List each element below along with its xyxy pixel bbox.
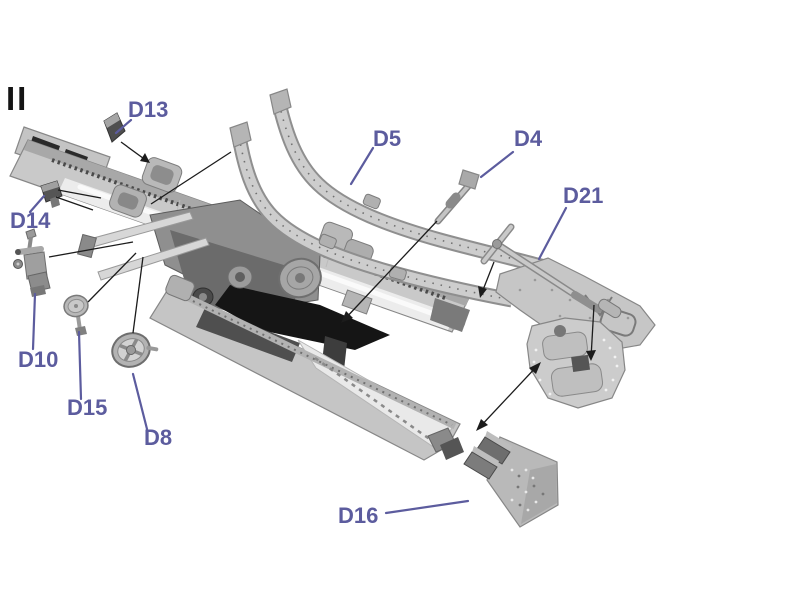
sight-knob-dot [16,262,20,266]
bracket-part-d13 [103,112,126,143]
part-label-d4: D4 [514,126,543,151]
arrowhead [341,311,353,323]
label-leader-lines [28,118,568,515]
clamp-cap-inner [117,192,139,210]
part-label-d10: D10 [18,347,58,372]
d10-leader [31,292,37,351]
spade-prong [463,451,498,480]
part-label-d5: D5 [373,126,401,151]
bracket-face [104,113,120,128]
sight-hook [25,228,37,240]
tow-plate [526,317,626,409]
spade-prong [476,436,511,465]
part-label-d14: D14 [10,208,51,233]
axle-boss-hub [199,293,207,301]
assembly-lines [48,141,596,431]
bracket-face [41,181,59,192]
spade-prong-top [485,431,512,452]
arrowhead [586,350,596,361]
left-trail-beam [149,274,464,461]
pin-socket [571,354,591,373]
d15-leader [77,330,83,401]
bracket-part-d14 [40,180,63,208]
d21-leader [537,206,568,261]
sight-part-d10 [13,228,51,297]
clamp-cap-inner [150,165,174,185]
part-label-d13: D13 [128,97,168,122]
d14-attach-line [57,189,102,199]
d5-leader [349,146,375,186]
arrowhead [476,419,488,431]
spoked-handwheel-d8 [111,332,159,368]
d14-leader [28,194,46,214]
trail-channel-opening [196,308,300,362]
rail-attach-line [150,151,232,205]
rail-mount-block [318,233,337,250]
rod-to-plate-line [590,304,595,359]
rail-mount-block [362,193,381,210]
d8-attach-line [132,256,144,334]
part-label-d16: D16 [338,503,378,528]
part-label-d8: D8 [144,425,172,450]
bracket-foot [50,196,60,208]
arm-speckles [518,278,630,334]
web-ladder-pattern [314,356,439,447]
right-trail-part-d5 [229,88,656,409]
part-label-d15: D15 [67,395,107,420]
d10-attach-line [48,241,134,258]
wheel-hub [126,345,136,355]
rod-end-cap [598,298,622,319]
d4-insertion-line [342,220,438,322]
d15-attach-line [87,252,137,303]
d8-leader [131,372,149,431]
sight-base [27,271,51,293]
sight-scope-tube [16,246,44,255]
pivot-disc-hub [235,272,245,282]
bolt-head [458,169,480,190]
gear-disc-hub [295,273,305,283]
plate-to-spade-line [477,363,540,430]
arrowhead [140,153,150,163]
wheel-stem [146,345,159,352]
spade-plate-d16 [463,431,559,528]
arrowhead [478,286,487,298]
rail-end-tab [229,121,252,148]
crossbar-boss [492,239,502,249]
equilibrator-arm [97,237,210,281]
d4-leader [479,150,515,179]
spade-prong-top [472,446,499,467]
trail-rivet-row [173,291,453,426]
breech-block [430,298,470,332]
rail-strip [233,135,514,306]
trail-front-clamp [165,274,195,302]
trail-arm-plate [495,257,656,353]
bolt-part-d4 [434,169,480,225]
d13-leader [114,118,133,135]
arm-pivot-block [77,233,97,259]
rail-end-tab [269,88,292,115]
scope-lens [15,249,21,255]
step-number: II [6,80,28,117]
d16-leader [384,499,470,515]
part-label-d21: D21 [563,183,603,208]
rail-strip [273,101,550,274]
arrowhead [529,362,541,374]
gear-disc-ring [286,266,314,290]
spade-rivets [510,468,545,512]
disc-handwheel-d15 [63,294,89,336]
disc-wheel-hub [74,304,78,308]
d14-attach-line [55,196,94,211]
spade-shaded-face [521,464,557,524]
tow-plate-notch [554,325,566,337]
tow-plate-rivets [532,338,619,396]
part-labels: D13 D5 D4 D21 D14 D10 D15 D8 D16 [10,97,603,528]
bolt-collar [445,192,461,209]
disc-foot [75,326,87,336]
trail-tip-fork-dark [440,437,464,460]
undercarriage-shadow [215,285,390,350]
